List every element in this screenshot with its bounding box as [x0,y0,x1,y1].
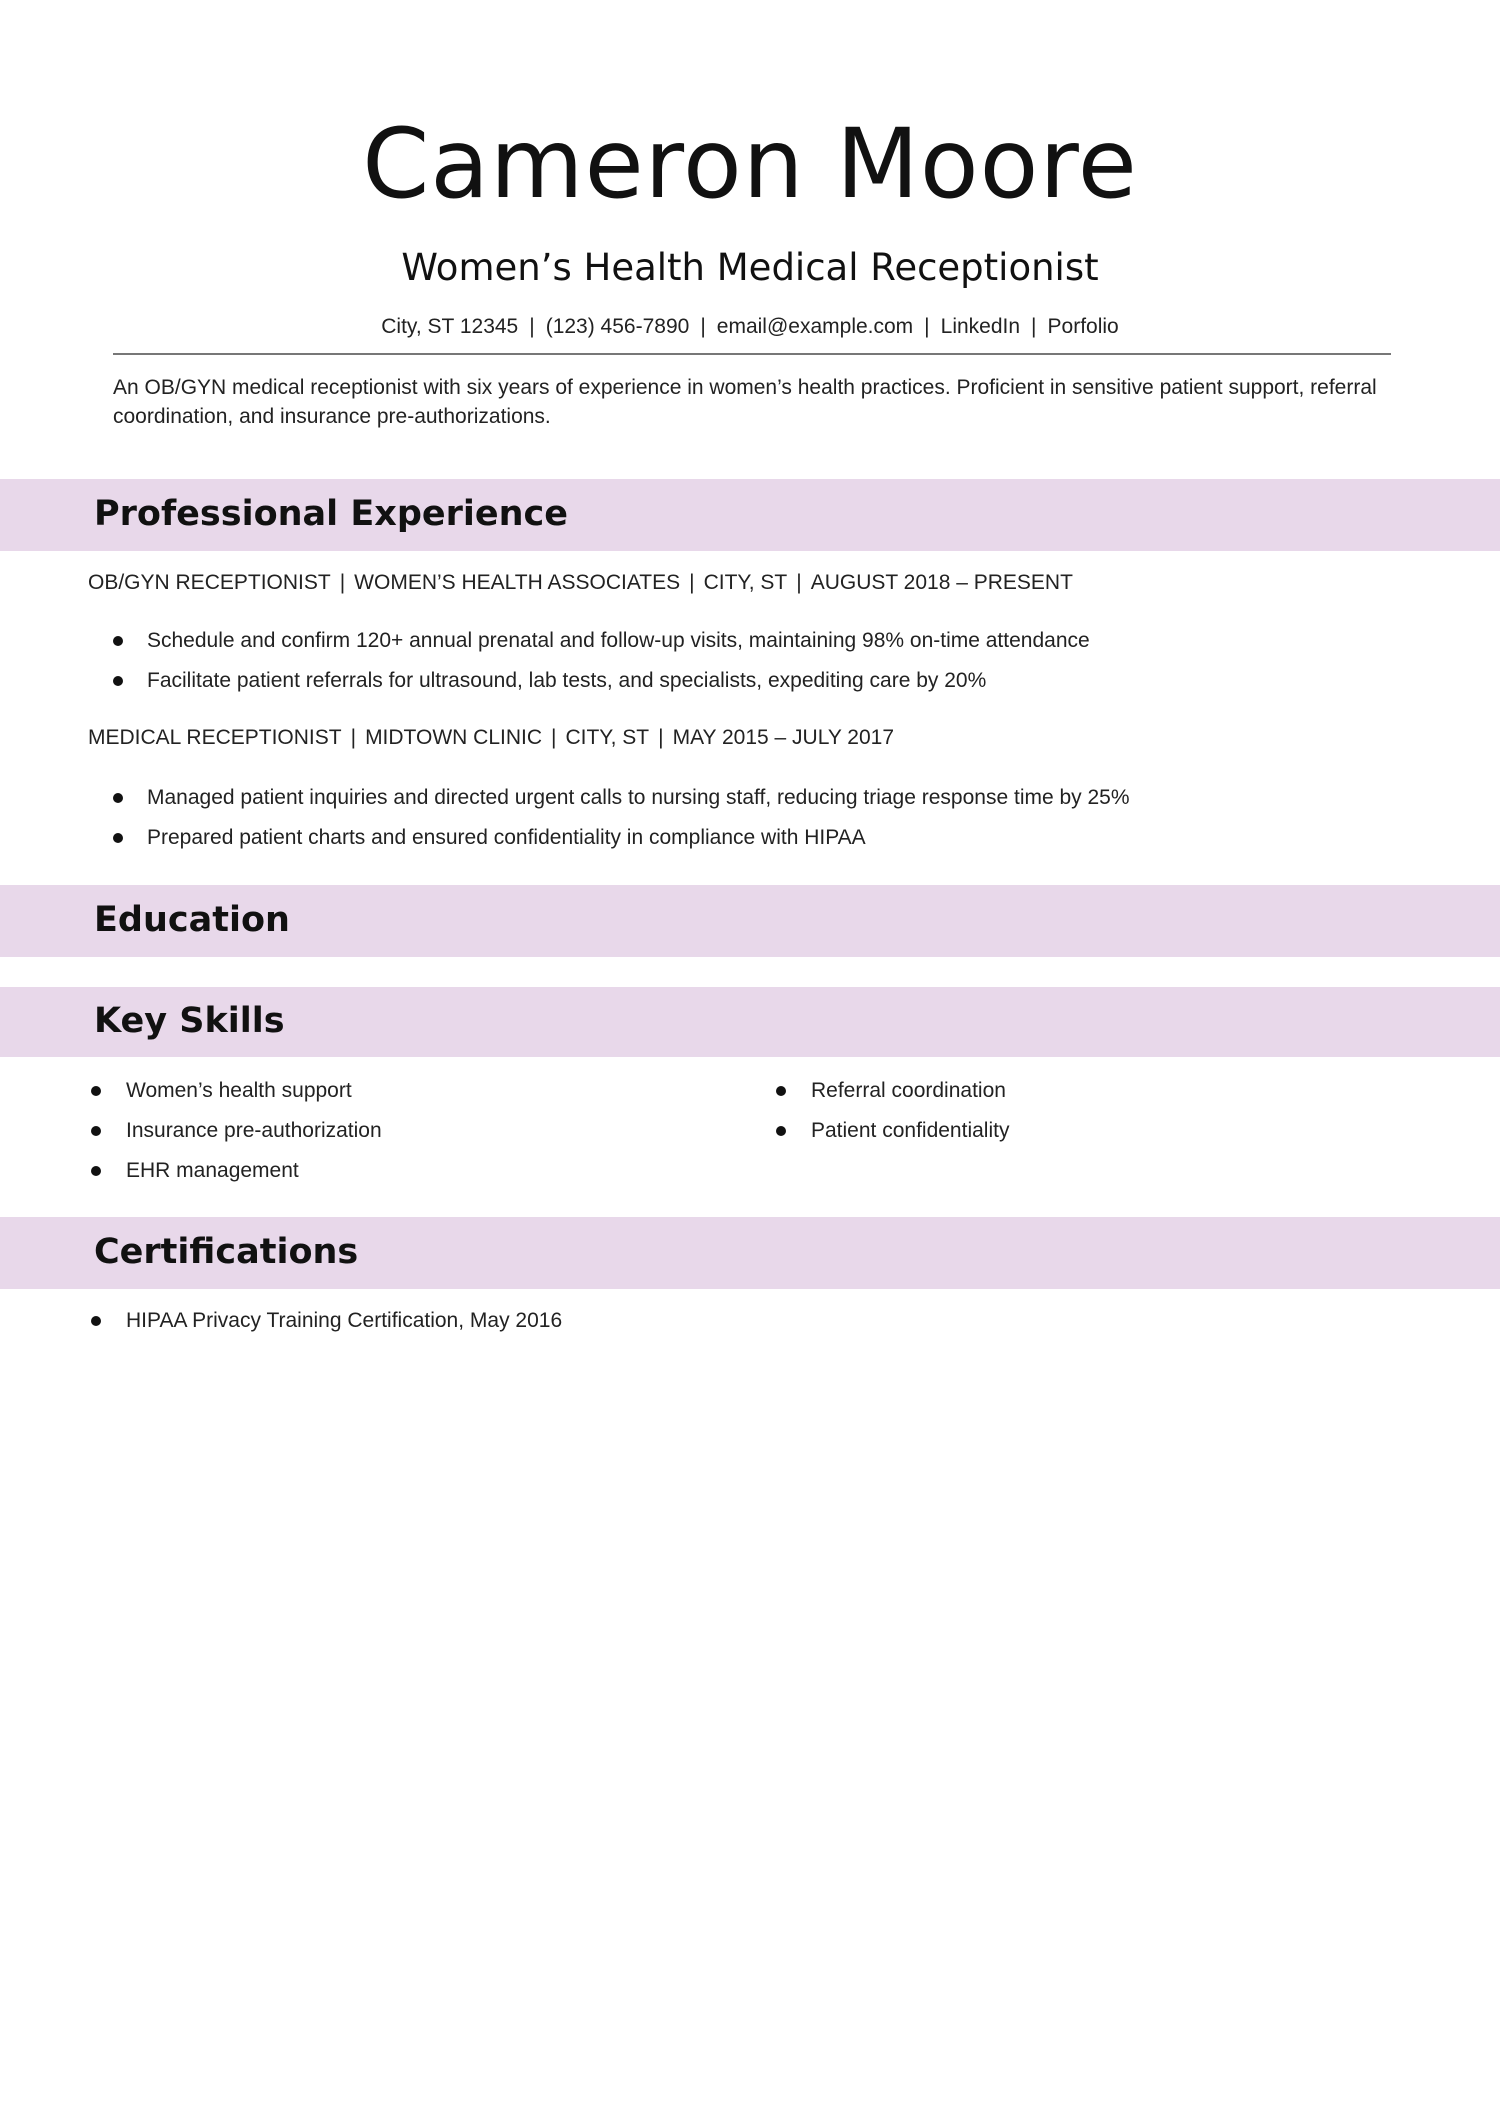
bullet-icon [91,1166,101,1176]
candidate-name: Cameron Moore [362,108,1138,220]
job-dates: AUGUST 2018 – PRESENT [810,571,1073,594]
job-separator: | [350,726,357,749]
summary-paragraph: An OB/GYN medical receptionist with six … [113,376,1377,428]
bullet-icon [91,1086,101,1096]
job-role: MEDICAL RECEPTIONIST [88,726,342,749]
contact-linkedin[interactable]: LinkedIn [940,315,1021,338]
certification-text: HIPAA Privacy Training Certification, Ma… [126,1309,563,1332]
header-divider [113,353,1391,355]
section-band-education: Education [0,885,1500,957]
job-role: OB/GYN RECEPTIONIST [88,571,331,594]
skill-text: Patient confidentiality [811,1119,1010,1142]
contact-phone: (123) 456-7890 [545,315,690,338]
contact-email[interactable]: email@example.com [716,315,914,338]
job-location: CITY, ST [703,571,788,594]
job-separator: | [658,726,664,749]
skill-text: EHR management [126,1159,299,1182]
bullet-text: Managed patient inquiries and directed u… [147,786,1130,809]
job-employer: MIDTOWN CLINIC [365,726,543,749]
bullet-icon [113,833,123,843]
job-header: MEDICAL RECEPTIONIST | MIDTOWN CLINIC | CITY… [88,724,894,752]
contact-address: City, ST 12345 [381,315,519,338]
job-separator: | [689,571,695,594]
contact-separator: | [529,315,535,338]
bullet-icon [91,1316,101,1326]
skill-text: Referral coordination [811,1079,1006,1102]
bullet-icon [91,1126,101,1136]
section-band-certifications: Certifications [0,1217,1500,1289]
job-dates: MAY 2015 – JULY 2017 [672,726,895,749]
job-separator: | [339,571,346,594]
bullet-icon [113,793,123,803]
bullet-text: Schedule and confirm 120+ annual prenata… [147,629,1090,652]
skill-text: Women’s health support [126,1079,352,1102]
contact-separator: | [1031,315,1037,338]
contact-separator: | [700,315,706,338]
job-employer: WOMEN’S HEALTH ASSOCIATES [354,571,681,594]
job-header: OB/GYN RECEPTIONIST | WOMEN’S HEALTH ASSOC… [88,569,1073,597]
contact-separator: | [924,315,930,338]
bullet-text: Facilitate patient referrals for ultraso… [147,669,987,692]
job-location: CITY, ST [565,726,650,749]
job-title: Women’s Health Medical Receptionist [401,246,1099,289]
section-heading-experience: Professional Experience [94,494,569,534]
section-band-experience: Professional Experience [0,479,1500,551]
bullet-icon [113,636,123,646]
contact-portfolio[interactable]: Porfolio [1047,315,1119,338]
section-band-skills: Key Skills [0,987,1500,1057]
job-separator: | [551,726,557,749]
bullet-icon [113,676,123,686]
section-heading-certifications: Certifications [94,1232,359,1272]
section-heading-skills: Key Skills [94,1001,285,1041]
section-heading-education: Education [94,900,290,940]
contact-line: City, ST 12345 | (123) 456-7890 | email@exam… [0,312,1500,342]
bullet-text: Prepared patient charts and ensured conf… [147,826,866,849]
job-separator: | [796,571,802,594]
bullet-icon [776,1126,786,1136]
bullet-icon [776,1086,786,1096]
skill-text: Insurance pre-authorization [126,1119,382,1142]
